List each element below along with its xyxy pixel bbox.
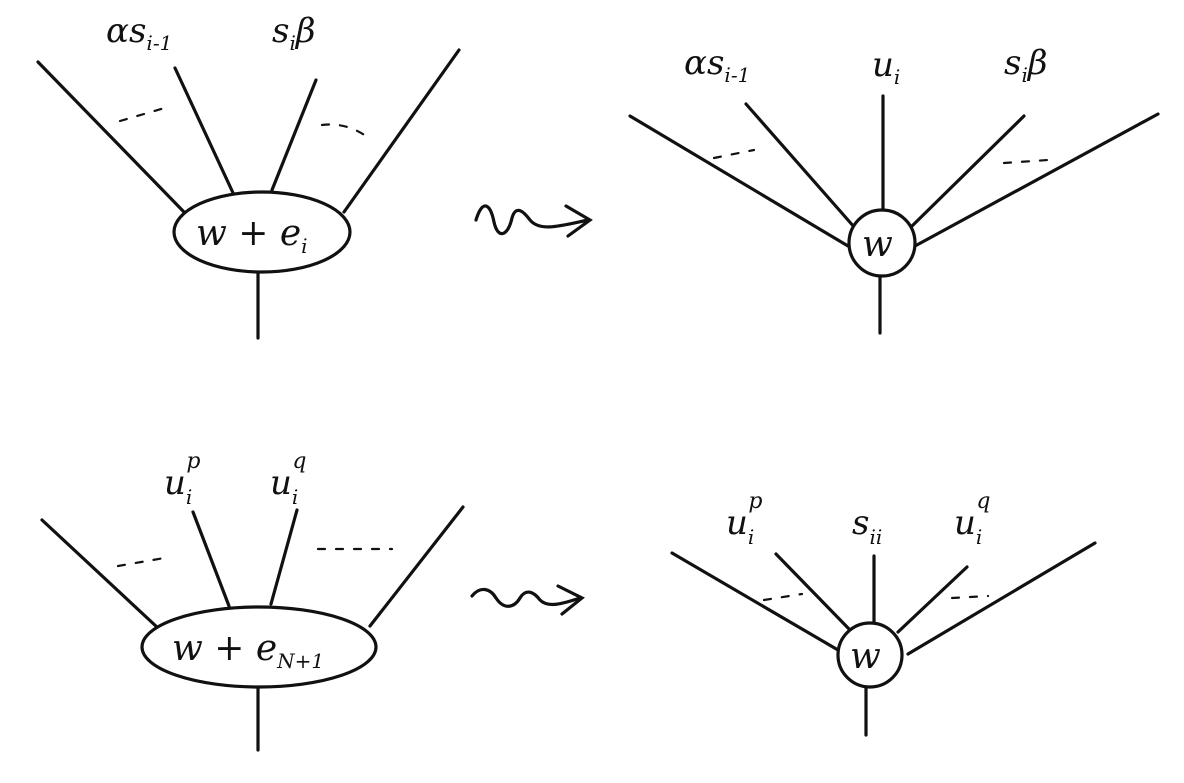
edge-outer-right (368, 505, 465, 628)
vertex-label-main: w + e (196, 213, 301, 254)
edge-outer-right (913, 112, 1160, 248)
leaf-label-s-beta: siβ (1004, 43, 1048, 87)
leaf-label-u-p: uip (726, 489, 762, 549)
vertex-label: w (862, 224, 893, 265)
leaf-label-s-ii: sii (852, 503, 882, 549)
squiggle-arrow-bottom (470, 584, 585, 616)
vertex-label-main: w + e (172, 628, 277, 669)
ellipsis-left (116, 555, 172, 568)
ellipsis-right (320, 123, 368, 138)
diagram-top-left: w + ei αsi-1 siβ (36, 11, 461, 340)
ellipsis-left (762, 592, 804, 602)
vertex-label: w (850, 636, 881, 677)
edge-inner-left (744, 102, 857, 230)
edge-outer-left (40, 518, 160, 630)
diagram-bottom-left: w + eN+1 uip uiq (40, 449, 465, 752)
edge-inner-right (269, 508, 299, 606)
leaf-label-u-q: uiq (954, 489, 990, 549)
leaf-label-u-p: uip (164, 449, 200, 509)
edge-inner-left (173, 66, 236, 197)
edge-outer-right (906, 541, 1097, 656)
vertex-label-sub: N+1 (276, 649, 324, 673)
vertex-label-sub: i (301, 234, 307, 258)
edge-outer-right (342, 48, 461, 214)
squiggle-arrow-top (474, 204, 593, 238)
leaf-label-s-beta: siβ (272, 11, 316, 55)
ellipsis-right (950, 594, 990, 600)
edge-inner-left (191, 510, 231, 608)
leaf-label-u-q: uiq (270, 449, 306, 509)
edge-inner-right (908, 114, 1026, 230)
edge-outer-left (36, 60, 186, 214)
leaf-label-alpha-s: αsi-1 (106, 11, 172, 55)
edge-inner-right (896, 565, 969, 634)
edge-inner-left (774, 552, 852, 632)
vertex-node (847, 208, 917, 278)
edge-outer-left (628, 114, 850, 248)
ellipsis-left (118, 105, 170, 123)
diagram-bottom-right: w uip sii uiq (670, 489, 1097, 737)
vertex-label: w + eN+1 (172, 628, 324, 673)
leaf-label-u: ui (872, 45, 900, 89)
vertex-label: w + ei (196, 213, 308, 258)
vertex-node (140, 605, 378, 689)
vertex-node (172, 190, 352, 274)
ellipsis-right (1002, 158, 1050, 165)
leaf-label-alpha-s: αsi-1 (684, 43, 750, 87)
vertex-node (836, 621, 904, 689)
diagram-top-right: w αsi-1 ui siβ (628, 43, 1160, 335)
edge-inner-right (270, 78, 318, 192)
edge-outer-left (670, 551, 840, 652)
ellipsis-left (712, 148, 756, 160)
